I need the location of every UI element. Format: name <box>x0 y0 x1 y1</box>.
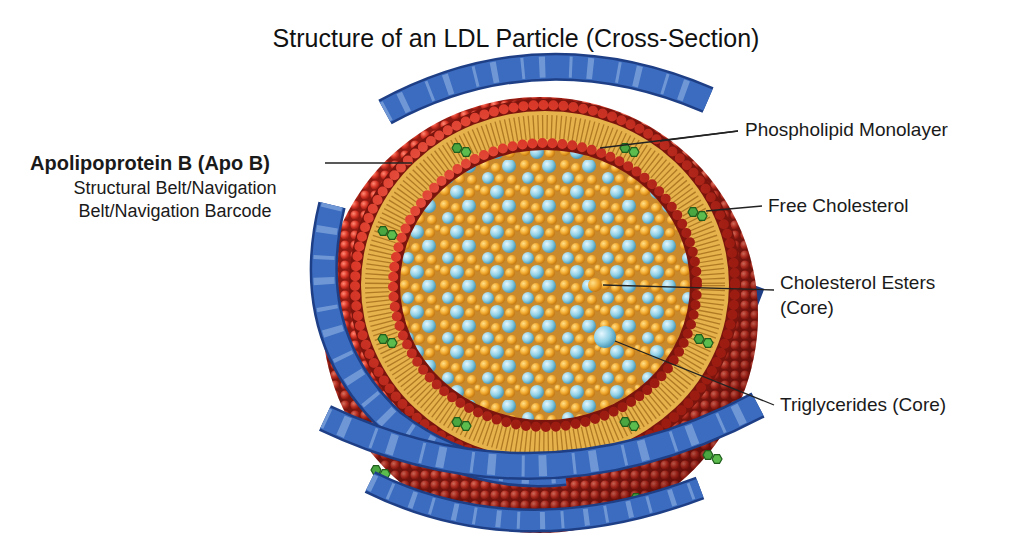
part-label: Apolipoprotein B (Apo B) <box>30 150 270 176</box>
part-label: Free Cholesterol <box>768 194 908 219</box>
part-label: Phospholipid Monolayer <box>745 118 948 143</box>
part-description: Structural Belt/Navigation Belt/Navigati… <box>40 177 310 224</box>
part-label: Cholesterol Esters (Core) <box>780 271 980 320</box>
leader-lines <box>325 131 774 405</box>
part-label: Triglycerides (Core) <box>780 393 946 418</box>
diagram-title: Structure of an LDL Particle (Cross-Sect… <box>4 22 1024 55</box>
